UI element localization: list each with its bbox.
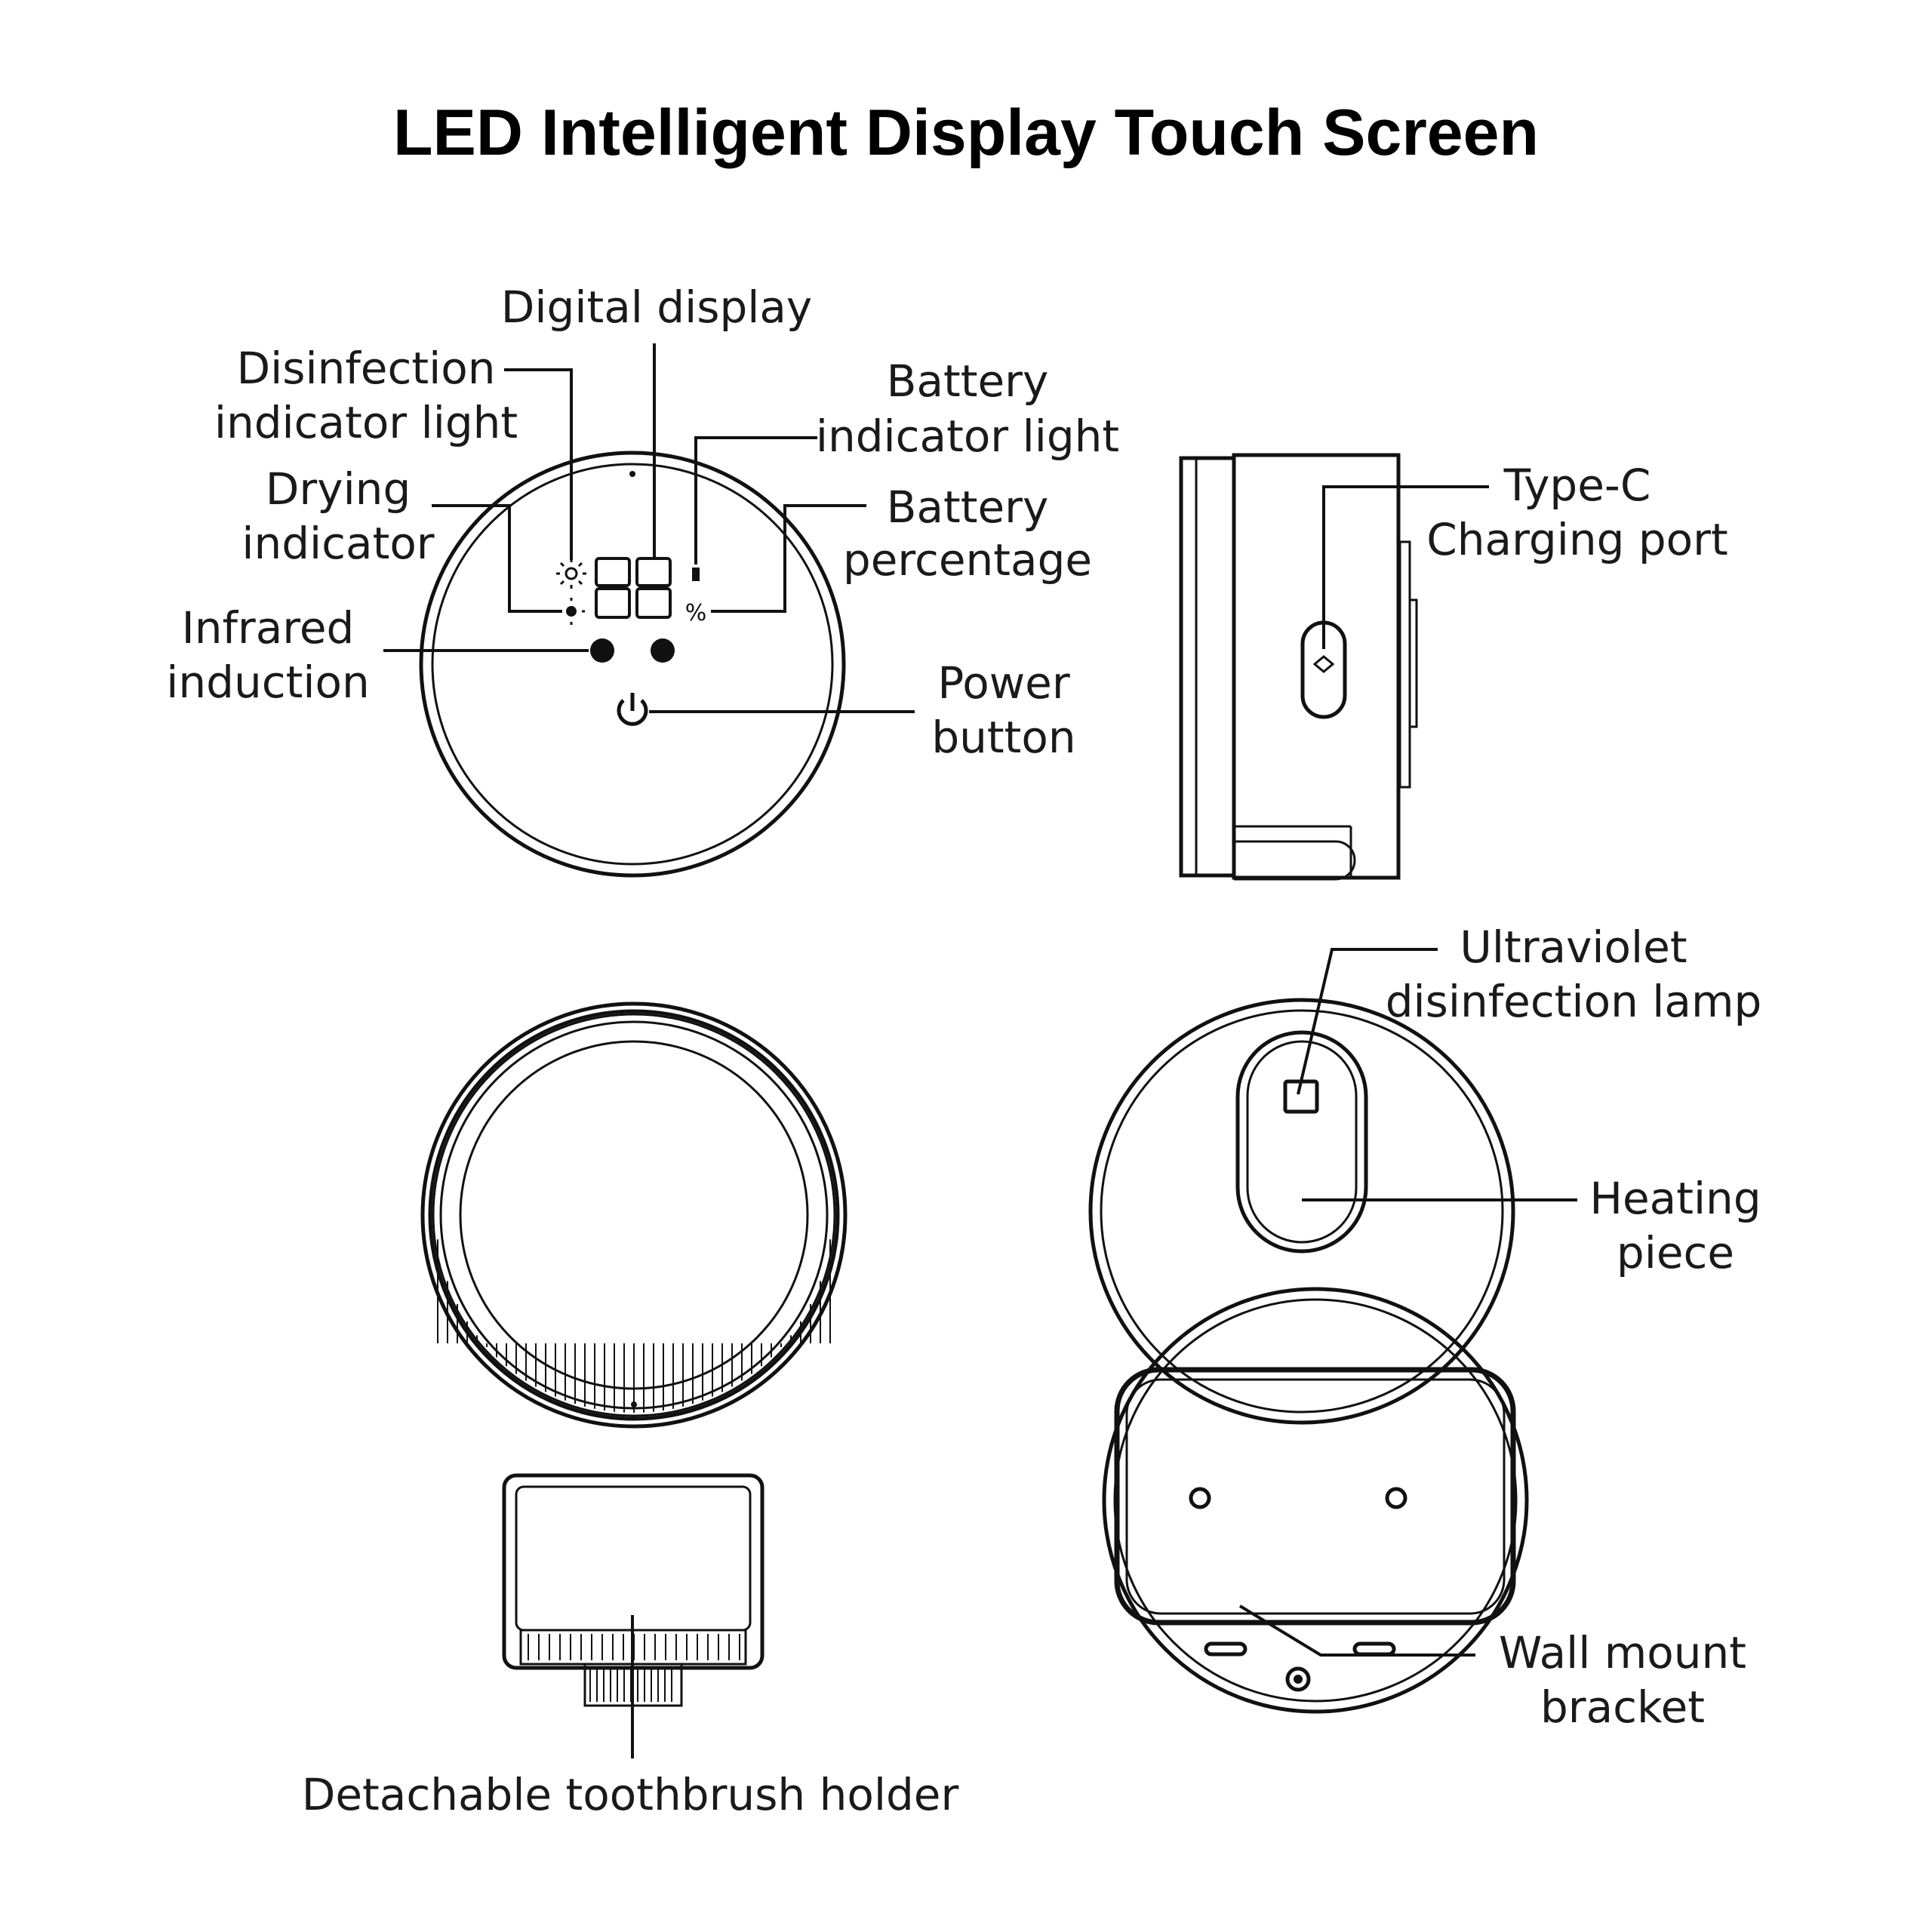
label-battery-percentage-line1: Battery (887, 481, 1049, 533)
digital-display-value: 88 (632, 629, 634, 631)
label-wall-mount-line1: Wall mount (1499, 1627, 1746, 1678)
label-infrared-line1: Infrared (182, 602, 355, 654)
left-base-circle (420, 1001, 848, 1429)
leader-battery-indicator (694, 436, 817, 565)
screw-hole-right (1385, 1487, 1407, 1509)
side-view (1179, 453, 1418, 881)
front-top-dot (629, 471, 635, 477)
label-type-c-line2: Charging port (1426, 514, 1727, 565)
wall-mount-bracket (1114, 1367, 1516, 1626)
left-lid-outer (428, 1009, 840, 1421)
label-infrared-line2: induction (166, 657, 369, 708)
leader-type-c (1322, 485, 1489, 649)
back-lower-circle (1102, 1287, 1529, 1714)
power-icon[interactable] (617, 693, 648, 726)
leader-drying (432, 504, 562, 613)
leader-wall-mount (1238, 1604, 1475, 1657)
battery-icon (692, 568, 700, 581)
label-drying-line1: Drying (266, 463, 411, 515)
back-upper-circle (1088, 998, 1515, 1425)
label-battery-percentage-line2: percentage (843, 534, 1092, 586)
label-toothbrush-holder: Detachable toothbrush holder (302, 1769, 959, 1820)
infrared-sensor-left (590, 638, 614, 663)
infrared-sensor-right (651, 638, 675, 663)
front-view: 88 % (419, 451, 846, 878)
uv-lamp-housing (1235, 1030, 1368, 1254)
label-battery-indicator-line1: Battery (887, 355, 1049, 407)
side-body (1232, 453, 1401, 880)
label-power-line1: Power (937, 657, 1070, 709)
open-view-left (420, 1001, 848, 1707)
leader-uv-lamp (1297, 948, 1438, 1095)
label-uv-line1: Ultraviolet (1460, 921, 1687, 973)
label-drying-line2: indicator (242, 518, 434, 569)
page-title: LED Intelligent Display Touch Screen (393, 97, 1539, 169)
dry-icon (558, 598, 585, 625)
percent-symbol: % (685, 600, 707, 626)
label-disinfection-line1: Disinfection (237, 343, 496, 394)
ribbed-texture (437, 1239, 831, 1413)
front-inner-ring (431, 463, 834, 866)
label-type-c-line1: Type-C (1503, 460, 1651, 511)
back-view (1088, 998, 1529, 1714)
digital-display-digits (595, 557, 672, 619)
front-leaders (383, 343, 915, 713)
label-power-line2: button (931, 712, 1075, 763)
front-outer-ring (419, 451, 846, 878)
leader-disinfection (504, 368, 573, 560)
side-holder-slot (1234, 840, 1356, 881)
screw-hole-left (1189, 1487, 1211, 1509)
label-heating-line1: Heating (1589, 1173, 1761, 1224)
label-heating-line2: piece (1617, 1227, 1734, 1278)
label-digital-display: Digital display (501, 281, 813, 333)
label-uv-line2: disinfection lamp (1386, 976, 1762, 1027)
label-battery-indicator-line2: indicator light (816, 411, 1119, 462)
side-front-panel (1179, 456, 1236, 878)
leader-battery-percentage (711, 504, 866, 613)
sun-icon (556, 558, 586, 589)
side-wall-bracket (1398, 540, 1411, 789)
label-wall-mount-line2: bracket (1540, 1681, 1705, 1733)
label-disinfection-line2: indicator light (214, 397, 518, 448)
